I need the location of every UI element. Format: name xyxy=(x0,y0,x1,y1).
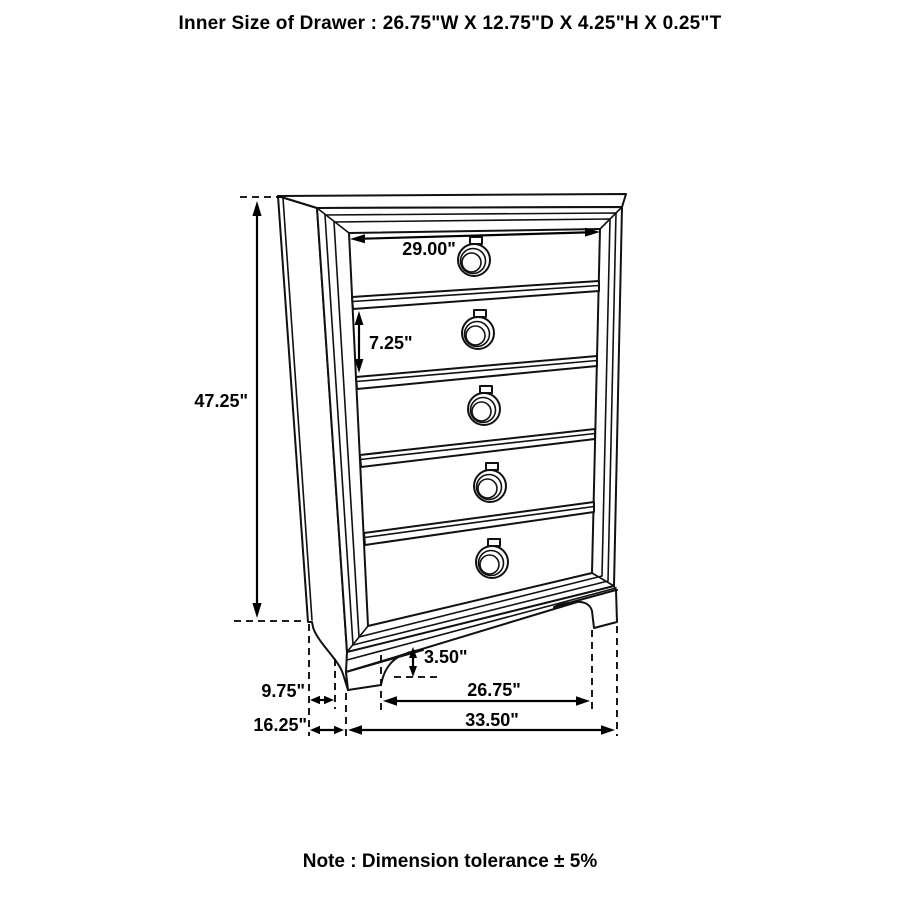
miter-bottom-right xyxy=(591,572,615,587)
extension-lines xyxy=(234,196,618,736)
ring-outer xyxy=(475,545,509,579)
ring-outer xyxy=(461,316,495,350)
ring-inner xyxy=(465,325,486,346)
side-panel-stile-line xyxy=(282,197,313,621)
arrowhead-left xyxy=(310,695,320,705)
dimension-overall-height: 47.25" xyxy=(194,201,262,618)
dim-line xyxy=(362,231,588,240)
dimension-label-depth: 16.25" xyxy=(253,715,307,735)
arrowhead-up xyxy=(252,201,262,216)
inner-size-title: Inner Size of Drawer : 26.75"W X 12.75"D… xyxy=(178,13,722,34)
arrowhead-right xyxy=(334,725,344,735)
left-front-foot xyxy=(345,649,424,691)
ring-pull-mount xyxy=(469,236,483,245)
ring-mid xyxy=(475,473,503,501)
arrowhead-left xyxy=(310,725,320,735)
dimension-label-drawer-height: 7.25" xyxy=(369,333,413,353)
arrowhead-up xyxy=(409,647,417,658)
ring-outer xyxy=(473,469,507,503)
rail-4-line xyxy=(363,505,595,539)
ring-mid xyxy=(469,396,497,424)
dimension-drawer-height: 7.25" xyxy=(354,311,413,373)
ring-pull-mount xyxy=(473,309,487,318)
tolerance-note: Note : Dimension tolerance ± 5% xyxy=(302,851,598,872)
dimension-feet-span: 26.75" xyxy=(383,680,590,706)
ring-pulls xyxy=(457,236,509,579)
side-panel xyxy=(277,195,349,691)
arrowhead-left xyxy=(350,234,365,244)
ring-mid xyxy=(459,247,487,275)
dimension-foot-height: 3.50" xyxy=(409,647,468,677)
ring-pull-mount xyxy=(485,462,499,471)
arrowhead-down xyxy=(252,603,262,618)
miter-top-right xyxy=(599,206,623,230)
rail-1-line xyxy=(351,284,600,303)
ring-inner xyxy=(461,252,482,273)
arrowhead-left xyxy=(383,696,397,706)
ring-pull-2 xyxy=(461,309,495,350)
dimension-label-drawer-width: 29.00" xyxy=(402,239,456,259)
arrowhead-right xyxy=(585,227,600,237)
base-rail-top-line xyxy=(346,587,617,661)
arrowhead-right xyxy=(576,696,590,706)
ring-pull-4 xyxy=(473,462,507,503)
ring-mid xyxy=(463,320,491,348)
ring-outer xyxy=(457,243,491,277)
ring-mid xyxy=(477,549,505,577)
rail-1 xyxy=(351,280,600,310)
arrowhead-right xyxy=(601,725,615,735)
arrowhead-right xyxy=(324,695,334,705)
chest-body xyxy=(277,193,627,691)
rail-3-line xyxy=(359,432,596,461)
dimension-label-back-offset: 9.75" xyxy=(261,681,305,701)
dimension-label-overall-width: 33.50" xyxy=(465,710,519,730)
dimension-back-offset: 9.75" xyxy=(261,681,334,705)
ring-outer xyxy=(467,392,501,426)
arrowhead-left xyxy=(348,725,362,735)
ring-pull-mount xyxy=(479,385,493,394)
ring-pull-mount xyxy=(487,538,501,547)
dimension-depth: 16.25" xyxy=(253,715,344,735)
miter-top-left xyxy=(316,207,350,234)
dimension-drawer-width: 29.00" xyxy=(350,227,600,259)
arrowhead-down xyxy=(409,666,417,677)
ring-pull-5 xyxy=(475,538,509,579)
rail-4 xyxy=(363,501,595,546)
drawer-rails xyxy=(351,280,600,546)
rail-3 xyxy=(359,428,596,468)
top-face xyxy=(277,193,627,209)
rail-2-line xyxy=(355,359,598,383)
right-front-foot xyxy=(553,589,618,629)
dimension-label-feet-span: 26.75" xyxy=(467,680,521,700)
ring-inner xyxy=(477,478,498,499)
dimension-label-overall-height: 47.25" xyxy=(194,391,248,411)
dimension-label-foot-height: 3.50" xyxy=(424,647,468,667)
rail-2 xyxy=(355,355,598,390)
arrowhead-down xyxy=(354,359,364,373)
ring-pull-1 xyxy=(457,236,491,277)
ring-inner xyxy=(471,401,492,422)
ring-pull-3 xyxy=(467,385,501,426)
dimension-overall-width: 33.50" xyxy=(348,710,615,735)
ring-inner xyxy=(479,554,500,575)
miter-bottom-left xyxy=(346,625,369,653)
arrowhead-up xyxy=(354,311,364,325)
base-and-feet xyxy=(345,585,618,691)
